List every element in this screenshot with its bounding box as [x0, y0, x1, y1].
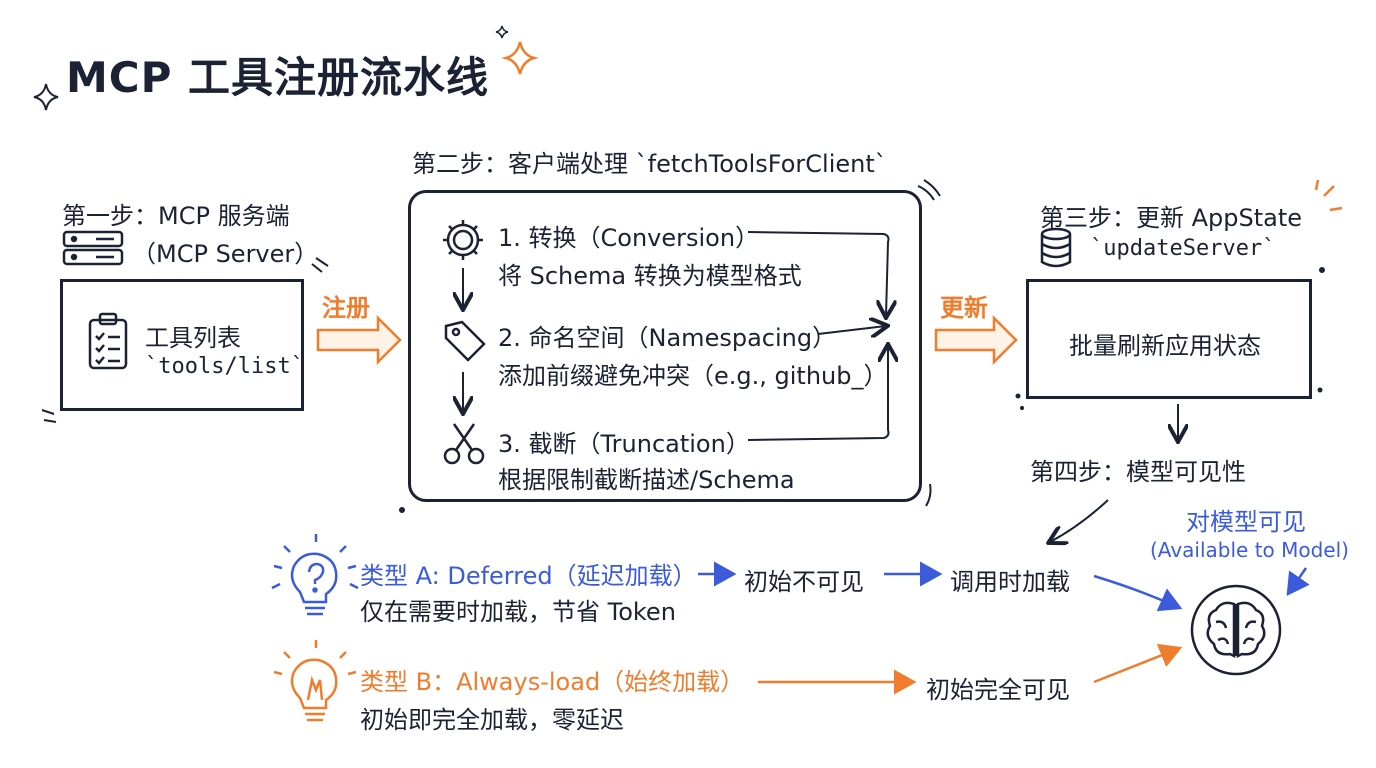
step2-item1-title: 1. 转换（Conversion）: [498, 224, 760, 252]
step3-code: `updateServer`: [1090, 236, 1276, 261]
register-arrow: [316, 314, 402, 366]
lightbulb-question-icon: [271, 534, 359, 616]
conversion-arrow: [747, 231, 889, 316]
step2-item1-desc: 将 Schema 转换为模型格式: [498, 262, 802, 290]
tag-icon: [444, 320, 486, 362]
step2-accent-marks: [399, 179, 941, 513]
step4-label: 第四步：模型可见性: [1030, 458, 1246, 486]
typeB-arrow-2: [1093, 643, 1183, 684]
step2-item3-title: 3. 截断（Truncation）: [498, 430, 750, 458]
scissors-icon: [443, 423, 485, 465]
step1-box: 工具列表 `tools/list`: [60, 279, 304, 411]
clipboard-checklist-icon: [88, 312, 128, 370]
step3-accent-marks: [1314, 179, 1343, 212]
sparkle-icon-right: [501, 41, 539, 75]
step2-item3-desc: 根据限制截断描述/Schema: [498, 466, 795, 494]
namespacing-arrow: [817, 326, 886, 334]
server-icon: [62, 230, 124, 266]
typeA-title: 类型 A: Deferred（延迟加载）: [360, 562, 697, 590]
step1-box-code: `tools/list`: [145, 354, 304, 379]
update-label: 更新: [940, 294, 988, 322]
typeA-arrow-3: [1093, 574, 1183, 612]
step2-box: [408, 190, 922, 502]
visible-sublabel: (Available to Model): [1150, 538, 1349, 562]
typeB-desc: 初始即完全加载，零延迟: [360, 706, 624, 734]
step2-item2-desc: 添加前缀避免冲突（e.g., github_）: [498, 362, 888, 390]
typeA-desc: 仅在需要时加载，节省 Token: [360, 598, 676, 626]
typeB-title: 类型 B：Always-load（始终加载）: [360, 668, 745, 696]
step1-label: 第一步：MCP 服务端: [62, 202, 290, 230]
truncation-arrow: [747, 346, 889, 441]
step2-label: 第二步：客户端处理 `fetchToolsForClient`: [412, 150, 887, 178]
typeA-stage2: 调用时加载: [950, 568, 1070, 596]
typeB-stage1: 初始完全可见: [926, 676, 1070, 704]
visible-label: 对模型可见: [1186, 508, 1306, 536]
step4-arrow: [1050, 499, 1109, 542]
step1-sublabel: （MCP Server）: [132, 240, 319, 268]
lightbulb-on-icon: [273, 640, 357, 722]
sparkle-icon-small: [495, 25, 509, 39]
step3-label: 第三步：更新 AppState: [1040, 204, 1303, 232]
step3-box-text: 批量刷新应用状态: [1069, 332, 1261, 360]
database-icon: [1040, 227, 1072, 268]
page-title: MCP 工具注册流水线: [66, 53, 490, 102]
step1-accent-marks: [41, 257, 329, 423]
visible-arrow: [1286, 567, 1310, 597]
update-arrow: [934, 314, 1018, 366]
step3-box: 批量刷新应用状态: [1026, 279, 1312, 399]
gear-icon: [443, 220, 483, 260]
brain-icon: [1190, 584, 1282, 676]
step3-dots: [1015, 267, 1325, 410]
step2-item2-title: 2. 命名空间（Namespacing）: [498, 324, 837, 352]
register-label: 注册: [322, 294, 370, 322]
sparkle-icon-left: [33, 83, 59, 111]
typeA-stage1: 初始不可见: [744, 568, 864, 596]
step1-box-title: 工具列表: [145, 324, 241, 352]
